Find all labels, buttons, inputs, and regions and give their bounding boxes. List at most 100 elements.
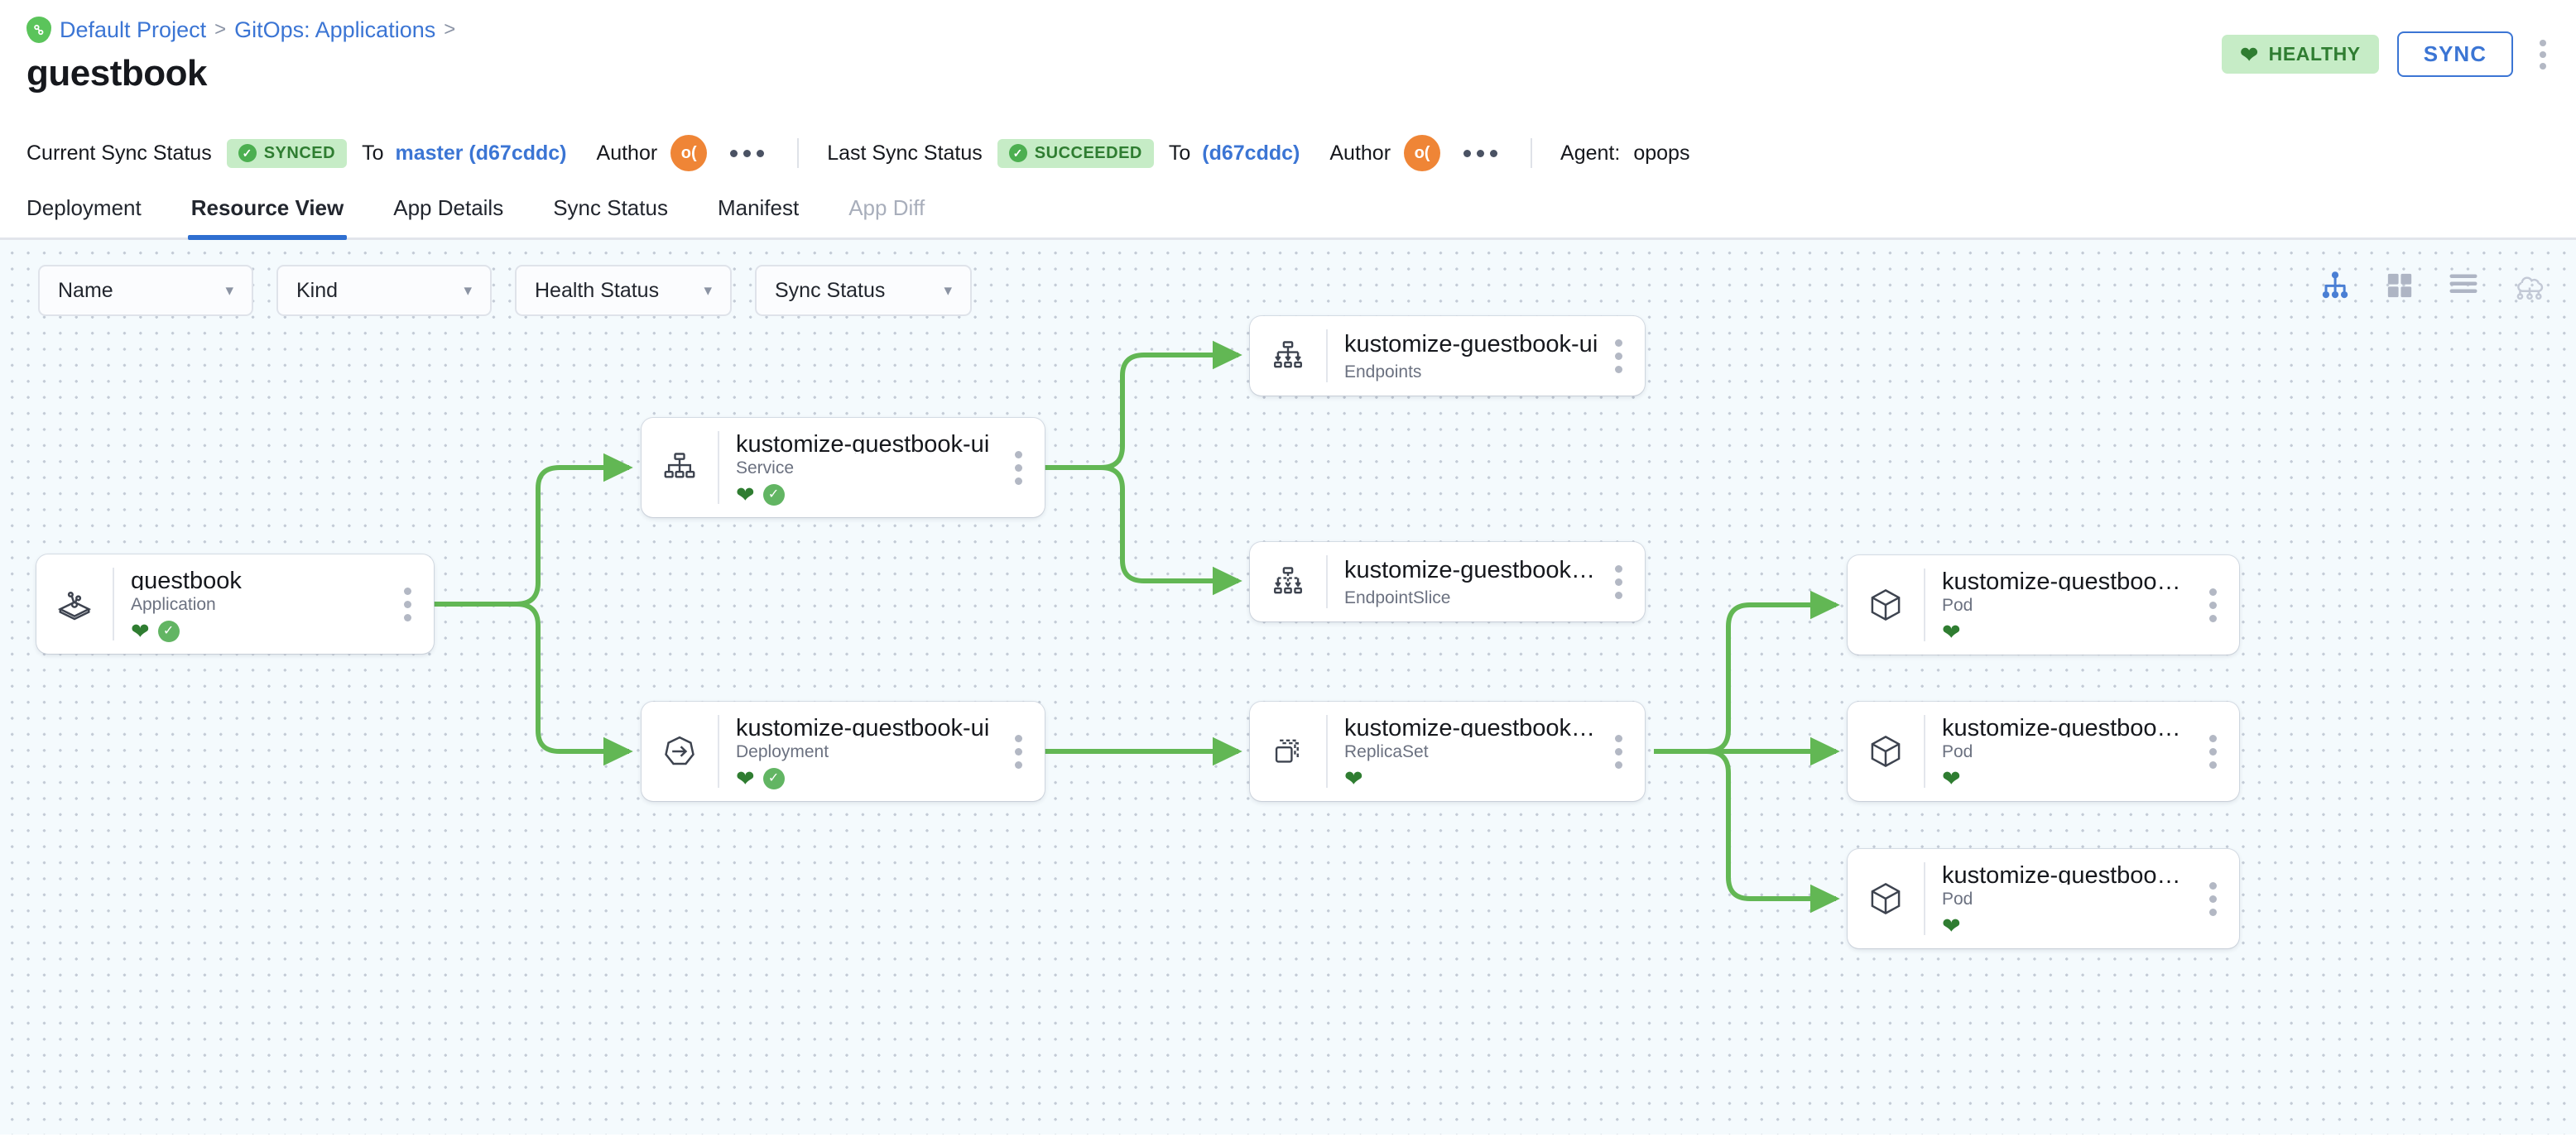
node-status-icons: ❤ (1942, 767, 2193, 789)
node-menu-icon[interactable] (998, 418, 1045, 517)
node-status-icons: ❤ ✓ (736, 767, 998, 789)
filter-health-status-label: Health Status (535, 278, 660, 302)
last-sync-revision-link[interactable]: (d67cddc) (1202, 141, 1300, 165)
filter-name-select[interactable]: Name ▾ (38, 265, 253, 316)
node-divider (1924, 568, 1925, 641)
last-sync-status-value: SUCCEEDED (1034, 143, 1142, 162)
filter-health-status-select[interactable]: Health Status ▾ (515, 265, 732, 316)
node-menu-icon[interactable] (1598, 316, 1645, 396)
filter-name-label: Name (58, 278, 113, 302)
node-status-icons: ❤ (1942, 621, 2193, 643)
network-view-icon[interactable] (2513, 271, 2546, 304)
node-menu-icon[interactable] (2193, 555, 2239, 655)
check-circle-icon: ✓ (1008, 144, 1027, 162)
node-kind: EndpointSlice (1344, 588, 1451, 608)
current-sync-status-badge: ✓ SYNCED (226, 138, 348, 168)
chevron-down-icon: ▾ (464, 281, 472, 300)
node-menu-icon[interactable] (1598, 702, 1645, 801)
pod-icon (1848, 849, 1924, 948)
node-divider (1326, 715, 1328, 788)
node-menu-icon[interactable] (1598, 542, 1645, 621)
node-menu-icon[interactable] (998, 702, 1045, 801)
graph-node-service[interactable]: kustomize-guestbook-ui Service ❤ ✓ (642, 418, 1045, 517)
tab-bar: Deployment Resource View App Details Syn… (0, 180, 2576, 240)
tab-app-details[interactable]: App Details (393, 195, 504, 220)
node-content: kustomize-guestbook-ui-… Pod ❤ (1925, 849, 2193, 948)
service-icon (642, 418, 718, 517)
node-status-icons: ❤ (1344, 767, 1598, 789)
current-sync-more-icon[interactable] (725, 143, 769, 164)
tab-deployment[interactable]: Deployment (26, 195, 142, 220)
node-divider (113, 568, 114, 640)
heart-icon: ❤ (2240, 41, 2259, 67)
tab-sync-status[interactable]: Sync Status (553, 195, 668, 220)
node-title: guestbook (131, 568, 242, 590)
tree-view-icon[interactable] (2319, 270, 2351, 305)
check-circle-icon: ✓ (762, 768, 785, 789)
tab-manifest[interactable]: Manifest (717, 195, 800, 220)
last-sync-status-label: Last Sync Status (827, 141, 983, 165)
heart-icon: ❤ (1942, 913, 1961, 938)
list-view-icon[interactable] (2449, 272, 2478, 303)
graph-node-pod[interactable]: kustomize-guestbook-ui-… Pod ❤ (1848, 849, 2239, 948)
node-content: kustomize-guestbook-ui Deployment ❤ ✓ (719, 702, 998, 801)
node-menu-icon[interactable] (387, 554, 434, 654)
graph-node-pod[interactable]: kustomize-guestbook-ui-… Pod ❤ (1848, 555, 2239, 655)
breadcrumb-item-applications[interactable]: GitOps: Applications (234, 17, 436, 42)
current-sync-revision-link[interactable]: master (d67cddc) (395, 141, 567, 165)
check-circle-icon: ✓ (762, 484, 785, 506)
grid-view-icon[interactable] (2386, 271, 2414, 304)
node-divider (718, 431, 719, 504)
filter-kind-label: Kind (296, 278, 339, 302)
divider (1531, 138, 1533, 168)
breadcrumb-separator: > (444, 18, 456, 41)
chevron-down-icon: ▾ (944, 281, 952, 300)
node-menu-icon[interactable] (2193, 702, 2239, 801)
last-author-avatar[interactable]: o( (1404, 135, 1441, 171)
app-header: Default Project > GitOps: Applications >… (0, 0, 2576, 126)
graph-node-replicaset[interactable]: kustomize-guestbook-ui-… ReplicaSet ❤ (1250, 702, 1645, 801)
check-circle-icon: ✓ (157, 621, 180, 642)
graph-node-endpoints[interactable]: kustomize-guestbook-ui Endpoints (1250, 316, 1645, 396)
graph-node-deployment[interactable]: kustomize-guestbook-ui Deployment ❤ ✓ (642, 702, 1045, 801)
last-sync-more-icon[interactable] (1459, 143, 1502, 164)
heart-icon: ❤ (1942, 619, 1961, 645)
graph-node-application[interactable]: guestbook Application ❤ ✓ (36, 554, 434, 654)
filter-sync-status-select[interactable]: Sync Status ▾ (755, 265, 972, 316)
chevron-down-icon: ▾ (225, 281, 233, 300)
filter-kind-select[interactable]: Kind ▾ (276, 265, 492, 316)
node-title: kustomize-guestbook-ui-… (1344, 715, 1598, 737)
breadcrumb-separator: > (214, 18, 227, 41)
header-overflow-menu-icon[interactable] (2531, 35, 2554, 74)
node-kind: Deployment (736, 742, 829, 761)
page-title: guestbook (26, 53, 207, 94)
node-menu-icon[interactable] (2193, 849, 2239, 948)
sync-button[interactable]: SYNC (2396, 31, 2513, 77)
node-kind: ReplicaSet (1344, 742, 1429, 761)
tab-resource-view[interactable]: Resource View (166, 195, 369, 240)
node-kind: Endpoints (1344, 362, 1422, 382)
node-title: kustomize-guestbook-ui (1344, 330, 1598, 357)
graph-node-endpointslice[interactable]: kustomize-guestbook-ui-… EndpointSlice (1250, 542, 1645, 621)
resource-graph-canvas[interactable]: Name ▾ Kind ▾ Health Status ▾ Sync Statu… (0, 240, 2576, 1135)
node-title: kustomize-guestbook-ui-… (1344, 556, 1598, 583)
node-content: kustomize-guestbook-ui-… Pod ❤ (1925, 555, 2193, 655)
node-kind: Application (131, 595, 216, 614)
node-kind: Pod (1942, 742, 1973, 761)
pod-icon (1848, 702, 1924, 801)
breadcrumb-item-project[interactable]: Default Project (60, 17, 207, 42)
node-kind: Service (736, 458, 795, 477)
pod-icon (1848, 555, 1924, 655)
node-title: kustomize-guestbook-ui-… (1942, 715, 2193, 737)
node-title: kustomize-guestbook-ui-… (1942, 862, 2193, 885)
current-sync-to-label: To (362, 141, 384, 165)
current-sync-status-value: SYNCED (263, 143, 336, 162)
filter-sync-status-label: Sync Status (775, 278, 886, 302)
filter-bar: Name ▾ Kind ▾ Health Status ▾ Sync Statu… (38, 265, 972, 316)
current-author-avatar[interactable]: o( (670, 135, 708, 171)
endpoints-icon (1250, 316, 1326, 396)
header-actions: ❤ HEALTHY SYNC (2222, 31, 2554, 77)
heart-icon: ❤ (736, 482, 755, 507)
graph-node-pod[interactable]: kustomize-guestbook-ui-… Pod ❤ (1848, 702, 2239, 801)
node-divider (1326, 329, 1328, 382)
